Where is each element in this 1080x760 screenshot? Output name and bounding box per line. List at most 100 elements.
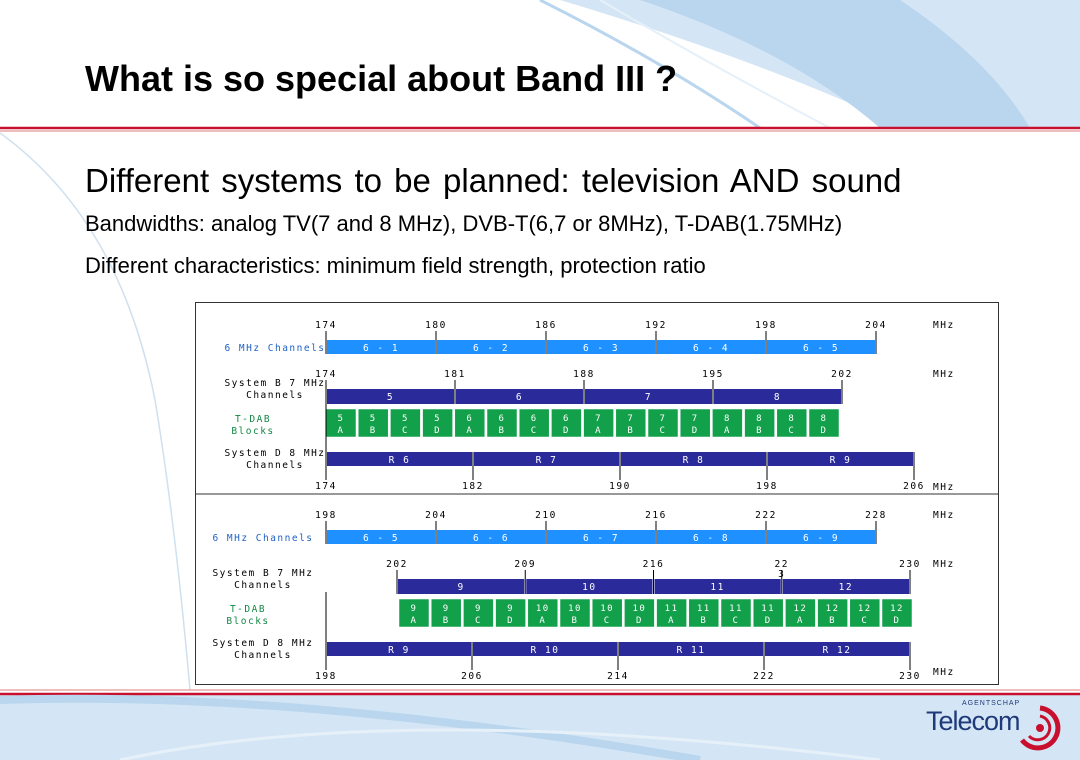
sysd-channel-bar: [765, 642, 909, 656]
dab-block: [881, 598, 913, 628]
sysb-channel-label: 6: [516, 392, 523, 403]
sysb-channel-bar: [456, 389, 583, 404]
dab-block: [776, 408, 808, 438]
dab-block-number: 12: [858, 604, 872, 614]
dab-block-number: 11: [697, 604, 711, 614]
ch6-tick-label: 216: [645, 510, 667, 521]
sysb-row-label: System B 7 MHz: [224, 378, 325, 389]
sysb-tick-label: 230: [899, 559, 921, 570]
ch6-channel-label: 6 - 5: [803, 343, 839, 354]
ch6-tick-label: 210: [535, 510, 557, 521]
dab-block-number: 6: [531, 414, 538, 424]
sysb-channel-label: 11: [710, 582, 724, 593]
sysd-row-label: Channels: [234, 650, 292, 661]
dab-block-letter: B: [572, 616, 579, 626]
dab-block-letter: A: [724, 426, 731, 436]
dab-block: [679, 408, 711, 438]
dab-block: [624, 598, 655, 628]
dab-block-letter: C: [861, 616, 868, 626]
sysb-channel-label: 8: [774, 392, 781, 403]
dab-block-number: 8: [821, 414, 828, 424]
dab-row-label: T-DAB: [230, 604, 266, 615]
sysd-row-label: System D 8 MHz: [224, 448, 325, 459]
bullet-characteristics: Different characteristics: minimum field…: [85, 253, 706, 278]
sysd-tick-label: 198: [315, 671, 337, 682]
dab-block-number: 11: [761, 604, 775, 614]
page-title: What is so special about Band III ?: [85, 58, 678, 99]
sysb-tick-label: 202: [831, 369, 853, 380]
sysb-channel-bar: [585, 389, 712, 404]
ch6-channel-label: 6 - 4: [693, 343, 729, 354]
dab-block: [615, 408, 647, 438]
dab-block: [752, 598, 784, 628]
dab-block-letter: D: [507, 616, 514, 626]
sysb-tick-label: 188: [573, 369, 595, 380]
dab-block: [422, 408, 453, 438]
sysd-channel-label: R 9: [830, 455, 852, 466]
dab-block: [720, 598, 752, 628]
ch6-channel-bar: [437, 530, 545, 544]
dab-block: [390, 408, 421, 438]
dab-block-number: 9: [507, 604, 514, 614]
sysb-row-label: System B 7 MHz: [212, 568, 313, 579]
ch6-channel-label: 6 - 6: [473, 533, 509, 544]
dab-block-number: 9: [475, 604, 482, 614]
sysd-channel-bar: [474, 452, 619, 466]
sysd-channel-bar: [327, 452, 472, 466]
sysb-channel-bar: [327, 389, 454, 404]
dab-block-number: 12: [793, 604, 807, 614]
sysd-unit-label: MHz: [933, 482, 955, 493]
dab-block-letter: B: [499, 426, 506, 436]
dab-block-number: 6: [466, 414, 473, 424]
dab-block: [527, 598, 559, 628]
ch6-tick-label: 228: [865, 510, 887, 521]
dab-block-number: 7: [627, 414, 634, 424]
dab-block: [454, 408, 486, 438]
ch6-channel-label: 6 - 7: [583, 533, 619, 544]
sysb-unit-label: MHz: [933, 559, 955, 570]
sysd-tick-label: 230: [899, 671, 921, 682]
ch6-channel-label: 6 - 9: [803, 533, 839, 544]
dab-block-letter: D: [894, 616, 901, 626]
sysb-tick-label: 174: [315, 369, 337, 380]
sysb-channel-label: 7: [645, 392, 652, 403]
sysb-tick-label: 22: [775, 559, 789, 570]
dab-block-letter: D: [692, 426, 699, 436]
sysd-channel-label: R 10: [531, 645, 560, 656]
dab-block-letter: B: [443, 616, 450, 626]
dab-block-letter: C: [402, 426, 409, 436]
dab-block-letter: B: [627, 426, 634, 436]
sysd-channel-label: R 6: [389, 455, 411, 466]
dab-block-letter: D: [765, 616, 772, 626]
dab-block-letter: C: [531, 426, 538, 436]
dab-block-letter: A: [338, 426, 345, 436]
sysd-channel-bar: [621, 452, 766, 466]
dab-block-letter: B: [700, 616, 707, 626]
dab-row-label: Blocks: [226, 616, 269, 627]
dab-block-letter: B: [370, 426, 377, 436]
sysb-tick-label: 195: [702, 369, 724, 380]
sysb-channel-label: 9: [458, 582, 465, 593]
dab-block-number: 5: [402, 414, 409, 424]
sysd-tick-label: 174: [315, 481, 337, 492]
sysb-tick-label: 3: [778, 569, 785, 580]
dab-block-letter: A: [539, 616, 546, 626]
dab-block-number: 9: [411, 604, 418, 614]
ch6-channel-bar: [547, 530, 655, 544]
dab-block: [849, 598, 881, 628]
dab-block-letter: B: [756, 426, 763, 436]
dab-block-letter: A: [466, 426, 473, 436]
sysb-tick-label: 202: [386, 559, 408, 570]
ch6-tick-label: 204: [865, 320, 887, 331]
sysb-channel-bar: [782, 579, 909, 594]
sysb-row-label: Channels: [234, 580, 292, 591]
logo-telecom-text: Telecom: [926, 706, 1021, 736]
dab-block-number: 7: [660, 414, 667, 424]
dab-block: [357, 408, 389, 438]
dab-block-letter: C: [660, 426, 667, 436]
dab-block-letter: D: [563, 426, 570, 436]
ch6-channel-bar: [437, 340, 545, 354]
sysb-channel-bar: [526, 579, 653, 594]
sysd-tick-label: 198: [756, 481, 778, 492]
